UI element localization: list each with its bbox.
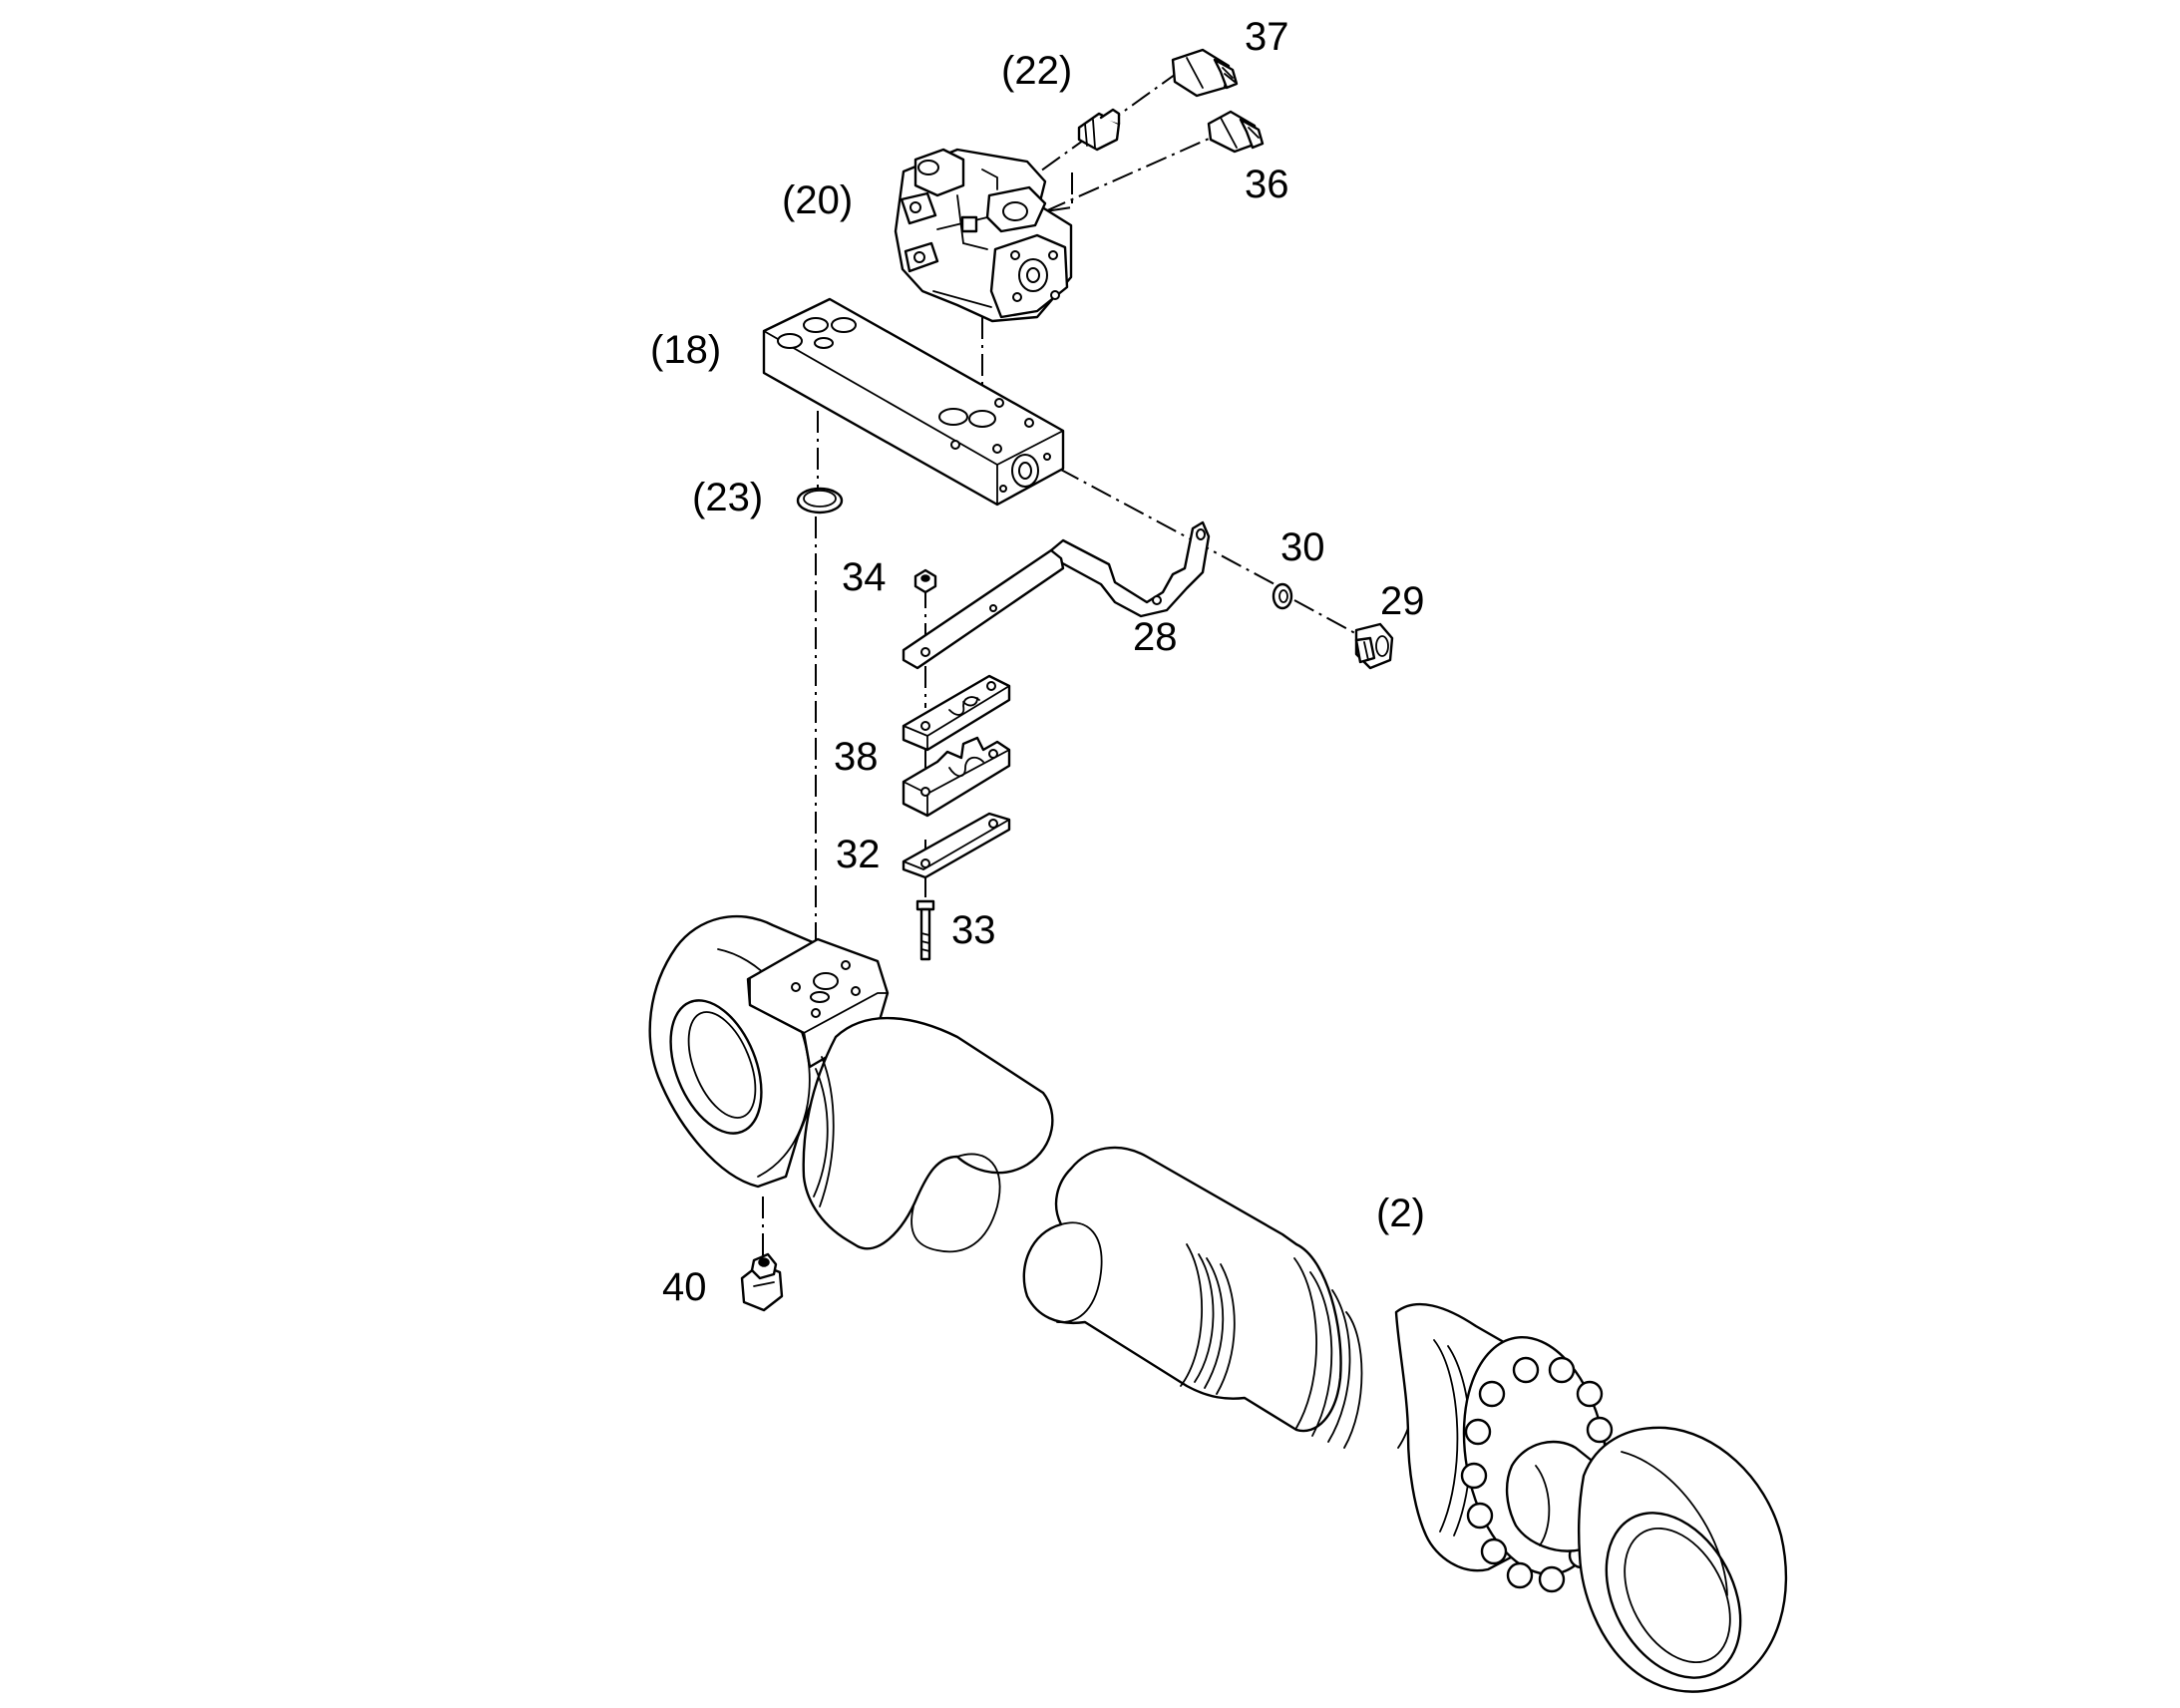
- callout-34: 34: [842, 555, 887, 599]
- bracket-28[interactable]: [902, 520, 1211, 670]
- grease-nipple-40[interactable]: [740, 1252, 784, 1312]
- callout-29: 29: [1380, 579, 1425, 623]
- callout-37: 37: [1245, 15, 1289, 59]
- clamp-plate-32[interactable]: [902, 812, 1011, 879]
- callout-33: 33: [951, 908, 996, 952]
- callout-38: 38: [834, 735, 879, 779]
- callout-2: (2): [1376, 1192, 1425, 1235]
- callout-23: (23): [692, 476, 763, 519]
- hose-clamp-38-upper[interactable]: [902, 674, 1011, 752]
- callout-22: (22): [1001, 49, 1072, 93]
- washer-30[interactable]: [1272, 582, 1293, 610]
- elbow-fitting-37[interactable]: [1171, 48, 1239, 98]
- o-ring-23[interactable]: [796, 487, 844, 514]
- elbow-fitting-36[interactable]: [1207, 110, 1265, 154]
- hydraulic-cylinder-2[interactable]: [648, 914, 1788, 1701]
- callout-18: (18): [650, 328, 721, 372]
- callout-30: 30: [1280, 525, 1325, 569]
- mounting-plate-18[interactable]: [762, 297, 1065, 507]
- callout-labels: 37 (22) 36 (20) (18) (23) 30 34 29 28 38…: [650, 15, 1425, 1309]
- long-bolt-33[interactable]: [915, 899, 935, 961]
- callout-40: 40: [662, 1265, 707, 1309]
- valve-block-20[interactable]: [894, 148, 1073, 323]
- adapter-fitting-22[interactable]: [1077, 108, 1121, 152]
- callout-28: 28: [1133, 615, 1178, 659]
- bolt-29[interactable]: [1354, 622, 1394, 670]
- hose-clamp-38-lower[interactable]: [902, 736, 1011, 818]
- callout-32: 32: [836, 833, 881, 876]
- callout-20: (20): [782, 178, 853, 222]
- nut-34[interactable]: [913, 568, 937, 594]
- callout-36: 36: [1245, 163, 1289, 206]
- flange-bolts: [1460, 1356, 1614, 1593]
